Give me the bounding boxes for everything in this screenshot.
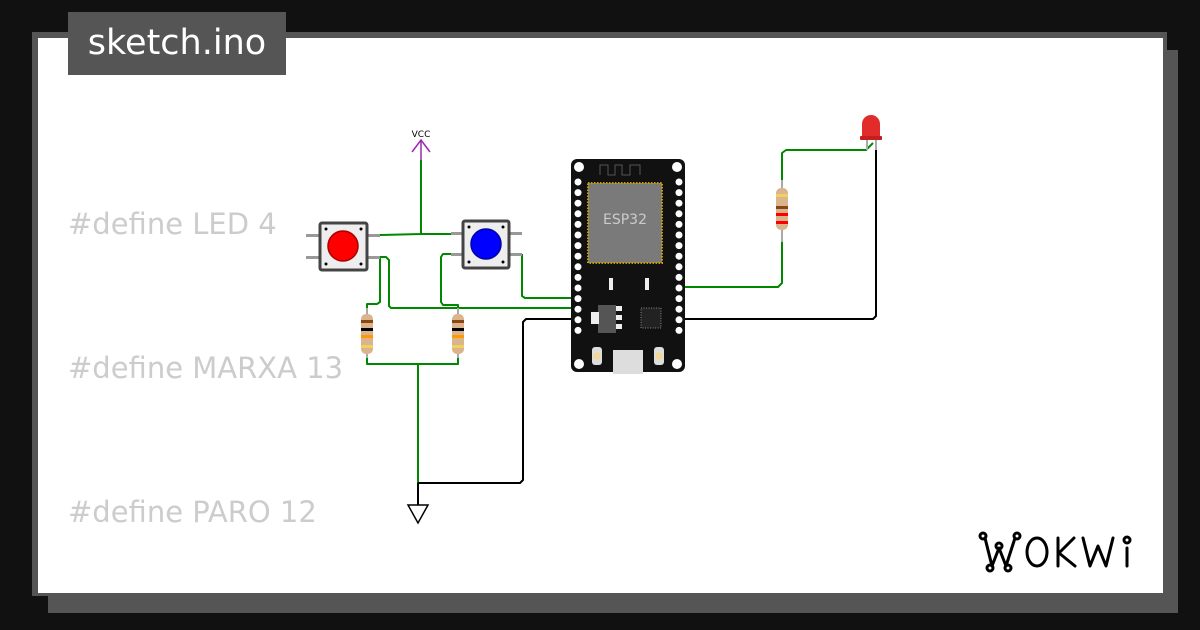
ground-symbol — [406, 504, 430, 525]
header-pin — [675, 295, 683, 303]
usb-port — [613, 350, 643, 374]
header-pin — [574, 273, 582, 281]
red-button-cap — [327, 230, 359, 262]
header-pin — [675, 199, 683, 207]
blue-button-cap — [470, 228, 502, 260]
wokwi-logo — [978, 531, 1132, 573]
esp32-pins-right — [675, 178, 683, 334]
header-pin — [675, 242, 683, 250]
header-pin — [574, 220, 582, 228]
code-line: #define LED 4 — [68, 207, 277, 241]
header-pin — [574, 231, 582, 239]
sketch-title: sketch.ino — [68, 12, 286, 75]
header-pin — [675, 178, 683, 186]
header-pin — [574, 199, 582, 207]
header-pin — [574, 326, 582, 334]
resistor-1 — [361, 308, 373, 358]
esp32-label: ESP32 — [603, 212, 647, 228]
header-pin — [675, 305, 683, 313]
header-pin — [675, 326, 683, 334]
vcc-symbol — [411, 138, 431, 160]
resistor-3 — [776, 180, 788, 242]
header-pin — [675, 316, 683, 324]
header-pin — [574, 316, 582, 324]
ground-wires — [417, 143, 877, 505]
resistor-2 — [452, 308, 464, 358]
header-pin — [675, 231, 683, 239]
header-pin — [675, 220, 683, 228]
signal-wires — [366, 142, 874, 483]
header-pin — [675, 252, 683, 260]
esp32-board[interactable]: ESP32 — [571, 159, 685, 374]
header-pin — [574, 178, 582, 186]
header-pin — [675, 210, 683, 218]
header-pin — [574, 252, 582, 260]
blue-pushbutton[interactable] — [451, 219, 522, 270]
header-pin — [675, 263, 683, 271]
header-pin — [574, 189, 582, 197]
header-pin — [574, 295, 582, 303]
header-pin — [574, 305, 582, 313]
header-pin — [675, 189, 683, 197]
code-line: #define PARO 12 — [68, 495, 317, 529]
vcc-label: VCC — [412, 130, 431, 140]
header-pin — [574, 284, 582, 292]
header-pin — [574, 210, 582, 218]
code-listing: #define LED 4 #define MARXA 13 #define P… — [68, 104, 425, 593]
header-pin — [675, 273, 683, 281]
esp32-pins-left — [574, 178, 582, 334]
code-line: #define MARXA 13 — [68, 351, 344, 385]
header-pin — [574, 263, 582, 271]
header-pin — [574, 242, 582, 250]
red-led[interactable] — [860, 115, 882, 150]
header-pin — [675, 284, 683, 292]
preview-card: #define LED 4 #define MARXA 13 #define P… — [38, 38, 1163, 593]
red-pushbutton[interactable] — [306, 221, 380, 272]
